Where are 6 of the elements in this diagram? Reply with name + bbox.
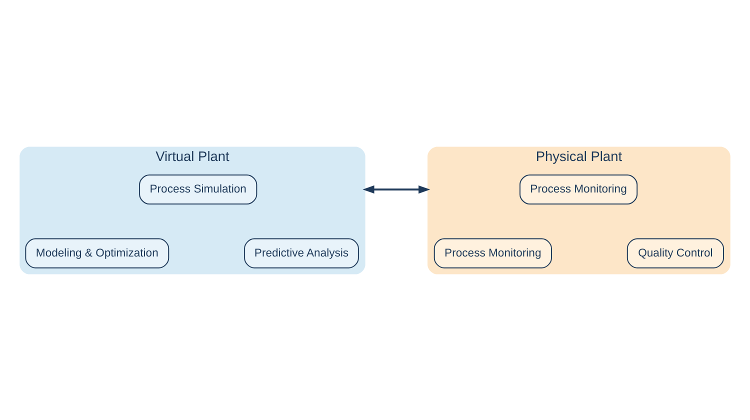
- node-box: Quality Control: [626, 238, 724, 268]
- node-box: Process Simulation: [139, 174, 258, 204]
- node-box: Process Monitoring: [434, 238, 552, 268]
- node-box: Process Monitoring: [520, 174, 638, 204]
- node-box: Modeling & Optimization: [25, 238, 170, 268]
- node-box: Predictive Analysis: [244, 238, 359, 268]
